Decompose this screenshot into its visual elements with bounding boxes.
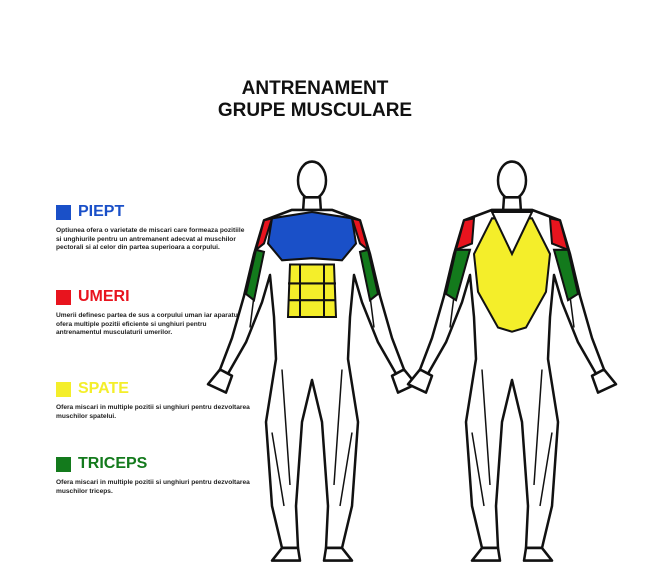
- legend-spate: SPATE Ofera miscari in multiple pozitii …: [56, 380, 256, 421]
- legend-label: SPATE: [78, 380, 129, 397]
- color-swatch-yellow: [56, 381, 71, 397]
- color-swatch-green: [56, 456, 71, 472]
- color-swatch-red: [56, 289, 71, 305]
- legend-description: Umerii definesc partea de sus a corpului…: [56, 312, 240, 336]
- triceps-green: [444, 248, 580, 302]
- legend-label: UMERI: [78, 288, 130, 305]
- chest-muscle-blue: [266, 210, 358, 262]
- legend-label: TRICEPS: [78, 455, 148, 472]
- legend-description: Optiunea ofera o varietate de miscari ca…: [56, 227, 245, 251]
- legend-label: PIEPT: [78, 203, 125, 220]
- abs-yellow: [286, 263, 338, 319]
- back-body-figure: [406, 160, 618, 562]
- page-title: ANTRENAMENT GRUPE MUSCULARE: [217, 78, 413, 121]
- trapezius: [490, 210, 534, 257]
- rear-shoulders-red: [454, 216, 570, 252]
- color-swatch-blue: [56, 204, 71, 220]
- shoulders-red: [254, 216, 370, 253]
- arms-green: [244, 248, 380, 303]
- legend-piept: PIEPT Optiunea ofera o varietate de misc…: [56, 203, 256, 253]
- legend-umeri: UMERI Umerii definesc partea de sus a co…: [56, 288, 256, 338]
- legend-triceps: TRICEPS Ofera miscari in multiple poziti…: [56, 455, 256, 496]
- legend-description: Ofera miscari in multiple pozitii si ung…: [56, 404, 250, 420]
- front-body-figure: [206, 160, 418, 562]
- legend-description: Ofera miscari in multiple pozitii si ung…: [56, 479, 250, 495]
